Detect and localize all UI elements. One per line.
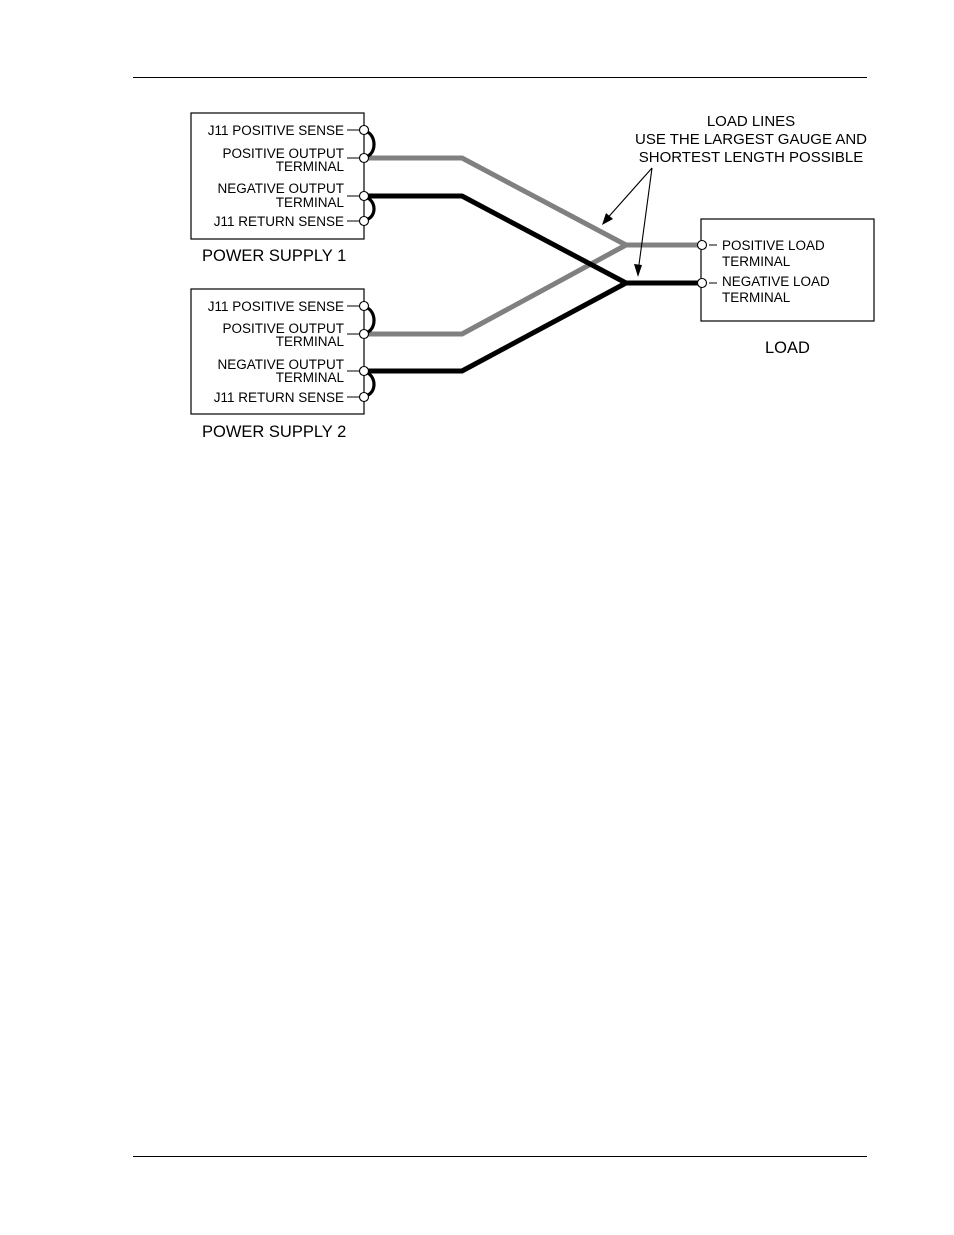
ps2-ret-sense-terminal xyxy=(358,391,370,403)
ps2-return-sense-jumper xyxy=(364,370,376,398)
load-neg-label-1: NEGATIVE LOAD xyxy=(722,274,830,289)
power-supply-2-label: POWER SUPPLY 2 xyxy=(202,423,346,441)
ps2-negative-load-line xyxy=(364,280,628,374)
load-pos-label-2: TERMINAL xyxy=(722,254,791,269)
ps2-neg-out-label-2: TERMINAL xyxy=(276,370,345,385)
ps1-negative-load-line xyxy=(364,193,702,286)
ps2-pos-sense-terminal xyxy=(358,300,370,312)
ps1-neg-out-label-1: NEGATIVE OUTPUT xyxy=(217,181,344,196)
note-line-3: SHORTEST LENGTH POSSIBLE xyxy=(639,149,864,166)
ps2-neg-out-label-1: NEGATIVE OUTPUT xyxy=(217,357,344,372)
ps2-ret-sense-label: J11 RETURN SENSE xyxy=(214,390,344,405)
power-supply-1: J11 POSITIVE SENSE POSITIVE OUTPUT TERMI… xyxy=(190,112,376,265)
ps2-pos-out-label-1: POSITIVE OUTPUT xyxy=(222,321,344,336)
power-supply-2: J11 POSITIVE SENSE POSITIVE OUTPUT TERMI… xyxy=(190,288,376,441)
ps1-ret-sense-label: J11 RETURN SENSE xyxy=(214,214,344,229)
ps2-neg-output-terminal xyxy=(358,365,370,377)
load-neg-label-2: TERMINAL xyxy=(722,290,791,305)
ps1-pos-sense-label: J11 POSITIVE SENSE xyxy=(208,123,344,138)
ps2-positive-sense-jumper xyxy=(364,305,376,335)
ps1-pos-sense-terminal xyxy=(358,124,370,136)
note-arrowhead-1 xyxy=(602,213,613,225)
ps2-pos-out-label-2: TERMINAL xyxy=(276,334,345,349)
ps1-pos-out-label-1: POSITIVE OUTPUT xyxy=(222,146,344,161)
ps2-pos-output-terminal xyxy=(358,328,370,340)
load-lines-note: LOAD LINES USE THE LARGEST GAUGE AND SHO… xyxy=(602,113,867,277)
note-arrowhead-2 xyxy=(634,264,642,277)
ps1-ret-sense-terminal xyxy=(358,215,370,227)
load-positive-terminal xyxy=(696,239,708,251)
load-box xyxy=(700,218,875,322)
ps2-positive-load-line xyxy=(364,242,628,337)
load-pos-label-1: POSITIVE LOAD xyxy=(722,238,825,253)
ps1-neg-output-terminal xyxy=(358,190,370,202)
load-negative-terminal xyxy=(696,277,708,289)
ps1-positive-sense-jumper xyxy=(364,129,376,159)
note-line-2: USE THE LARGEST GAUGE AND xyxy=(635,131,867,148)
load-wires xyxy=(364,155,702,374)
footer-rule xyxy=(133,1156,867,1157)
power-supply-1-label: POWER SUPPLY 1 xyxy=(202,247,346,265)
header-rule xyxy=(133,77,867,78)
note-arrow-line-2 xyxy=(637,167,653,273)
ps1-pos-output-terminal xyxy=(358,152,370,164)
ps1-positive-load-line xyxy=(364,155,702,248)
ps1-neg-out-label-2: TERMINAL xyxy=(276,195,345,210)
load: POSITIVE LOAD TERMINAL NEGATIVE LOAD TER… xyxy=(696,218,875,357)
load-label: LOAD xyxy=(765,339,810,357)
note-arrow-line-1 xyxy=(603,167,653,223)
power-supply-1-box xyxy=(190,112,365,240)
ps2-pos-sense-label: J11 POSITIVE SENSE xyxy=(208,299,344,314)
ps1-pos-out-label-2: TERMINAL xyxy=(276,159,345,174)
power-supply-2-box xyxy=(190,288,365,415)
parallel-connection-diagram: J11 POSITIVE SENSE POSITIVE OUTPUT TERMI… xyxy=(190,112,875,441)
note-line-1: LOAD LINES xyxy=(707,113,795,130)
